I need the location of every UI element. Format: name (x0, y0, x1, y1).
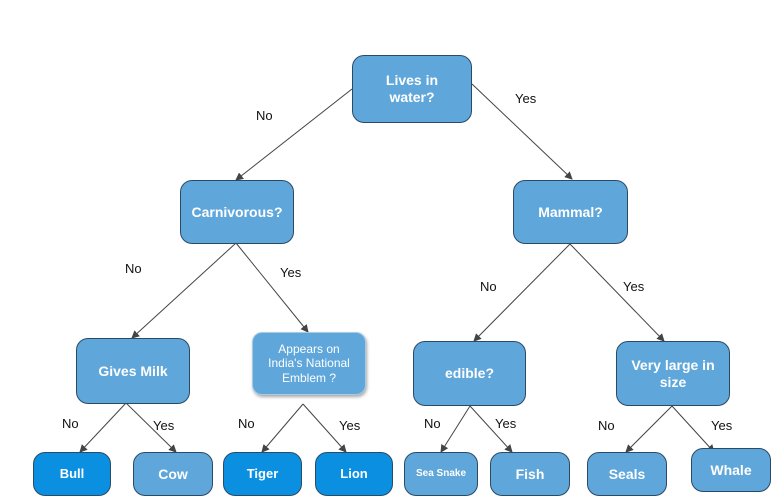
edge-label-mammal-no: No (480, 279, 497, 294)
edge-label-root-no: No (256, 108, 273, 123)
leaf-bull: Bull (33, 452, 111, 496)
edge-edible-seasnake (440, 405, 471, 453)
leaf-fish: Fish (490, 452, 570, 496)
edge-mammal-edible (473, 243, 571, 342)
edge-label-carnivorous-no: No (125, 261, 142, 276)
edge-root-carnivorous (235, 88, 353, 181)
edge-carnivorous-emblem (235, 242, 309, 333)
edge-large-whale (671, 405, 715, 453)
edge-label-emblem-yes: Yes (339, 418, 361, 433)
leaf-seals: Seals (587, 452, 667, 496)
node-lives-in-water: Lives in water? (352, 55, 472, 123)
edge-root-mammal (471, 83, 573, 180)
edge-edible-fish (469, 405, 513, 453)
leaf-lion: Lion (315, 452, 393, 496)
edge-emblem-lion (302, 403, 347, 453)
edge-label-edible-yes: Yes (495, 416, 517, 431)
edge-label-large-no: No (598, 418, 615, 433)
node-carnivorous: Carnivorous? (180, 180, 294, 244)
node-gives-milk: Gives Milk (76, 338, 190, 404)
edge-label-emblem-no: No (238, 416, 255, 431)
leaf-tiger: Tiger (223, 452, 302, 496)
leaf-whale: Whale (691, 448, 771, 492)
edge-label-large-yes: Yes (711, 418, 733, 433)
edge-mammal-large (569, 243, 665, 342)
leaf-cow: Cow (133, 452, 213, 496)
leaf-sea-snake: Sea Snake (404, 452, 478, 496)
edge-label-edible-no: No (424, 416, 441, 431)
node-edible: edible? (413, 341, 526, 406)
edge-emblem-tiger (261, 403, 304, 453)
node-national-emblem: Appears on India's National Emblem ? (252, 332, 366, 395)
edge-carnivorous-milk (131, 242, 237, 339)
edge-label-carnivorous-yes: Yes (280, 265, 302, 280)
edge-milk-bull (79, 402, 127, 453)
edge-label-milk-no: No (62, 416, 79, 431)
edge-milk-cow (125, 402, 177, 453)
edge-large-seals (625, 405, 673, 453)
edge-label-mammal-yes: Yes (623, 279, 645, 294)
edge-label-milk-yes: Yes (153, 418, 175, 433)
node-very-large: Very large in size (616, 341, 730, 406)
edge-label-root-yes: Yes (515, 91, 537, 106)
node-mammal: Mammal? (513, 180, 628, 244)
